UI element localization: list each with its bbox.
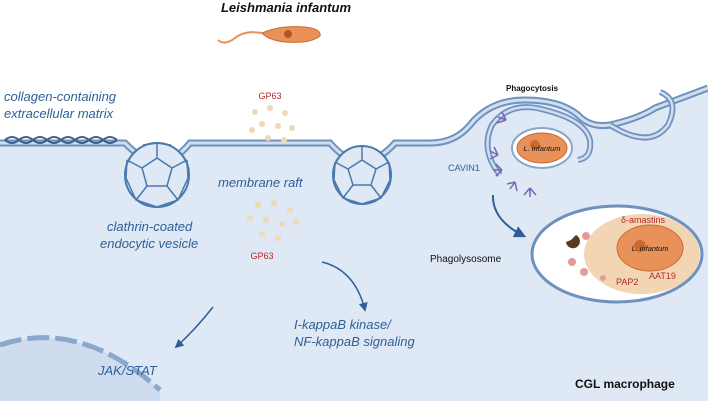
clathrin-label-line1: clathrin-coated: [107, 219, 193, 234]
jak-stat-label: JAK/STAT: [97, 363, 158, 378]
pap2-label: PAP2: [616, 277, 638, 287]
leishmania-promastigote: [217, 26, 321, 44]
collagen-fiber: [4, 136, 118, 144]
arrow-jak-stat: [174, 306, 214, 349]
cavin1-receptors: [489, 111, 537, 197]
delta-amastins-label: δ-amastins: [621, 215, 666, 225]
membrane-raft-label: membrane raft: [218, 175, 304, 190]
phagolysosome: [530, 204, 704, 304]
ikk-label-line1: I-kappaB kinase/: [294, 317, 392, 332]
gp63-cluster-top: [249, 105, 295, 143]
cavin1-label: CAVIN1: [448, 163, 480, 173]
phagocytosis-label: Phagocytosis: [506, 84, 559, 93]
arrow-ikk-nfkb: [321, 261, 368, 312]
macrophage-label: CGL macrophage: [575, 377, 675, 391]
gp63-label-top: GP63: [258, 91, 281, 101]
clathrin-vesicle-right: [332, 145, 392, 205]
ecm-label-line2: extracellular matrix: [4, 106, 114, 121]
ikk-label-line2: NF-kappaB signaling: [294, 334, 415, 349]
gp63-cluster-bottom: [247, 200, 299, 241]
clathrin-label-line2: endocytic vesicle: [100, 236, 198, 251]
aat19-label: AAT19: [649, 271, 676, 281]
phagolysosome-label: Phagolysosome: [430, 254, 502, 265]
gp63-label-bottom: GP63: [250, 251, 273, 261]
parasite-lysosome-label: L. infantum: [631, 244, 668, 253]
ecm-label-line1: collagen-containing: [4, 89, 117, 104]
clathrin-vesicle-left: [124, 142, 190, 208]
nucleus: [0, 335, 162, 401]
phagosome-parasite: [511, 127, 573, 169]
parasite-cup-label: L. infantum: [523, 144, 560, 153]
arrow-phagolysosome: [491, 194, 527, 238]
diagram-title: Leishmania infantum: [221, 0, 351, 15]
